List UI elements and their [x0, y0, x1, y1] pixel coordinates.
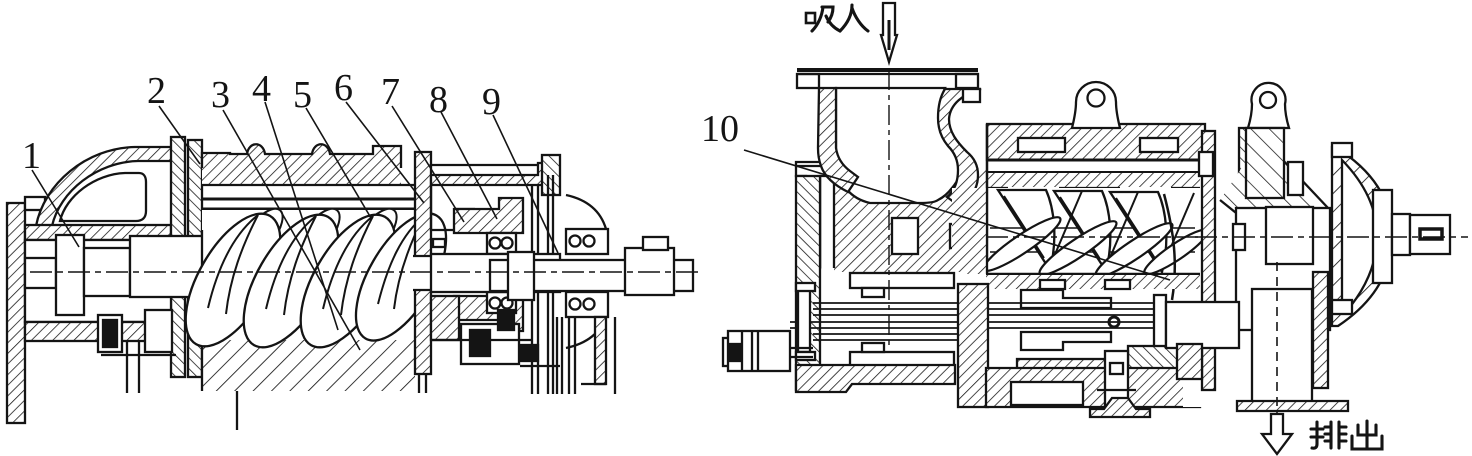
svg-text:5: 5 — [293, 74, 312, 116]
svg-text:7: 7 — [381, 71, 400, 113]
svg-text:10: 10 — [701, 108, 739, 150]
svg-text:8: 8 — [429, 79, 448, 121]
svg-text:1: 1 — [22, 135, 41, 177]
svg-text:6: 6 — [334, 67, 353, 109]
svg-text:4: 4 — [252, 68, 271, 110]
svg-text:9: 9 — [482, 81, 501, 123]
svg-text:3: 3 — [211, 74, 230, 116]
svg-text:2: 2 — [147, 70, 166, 112]
